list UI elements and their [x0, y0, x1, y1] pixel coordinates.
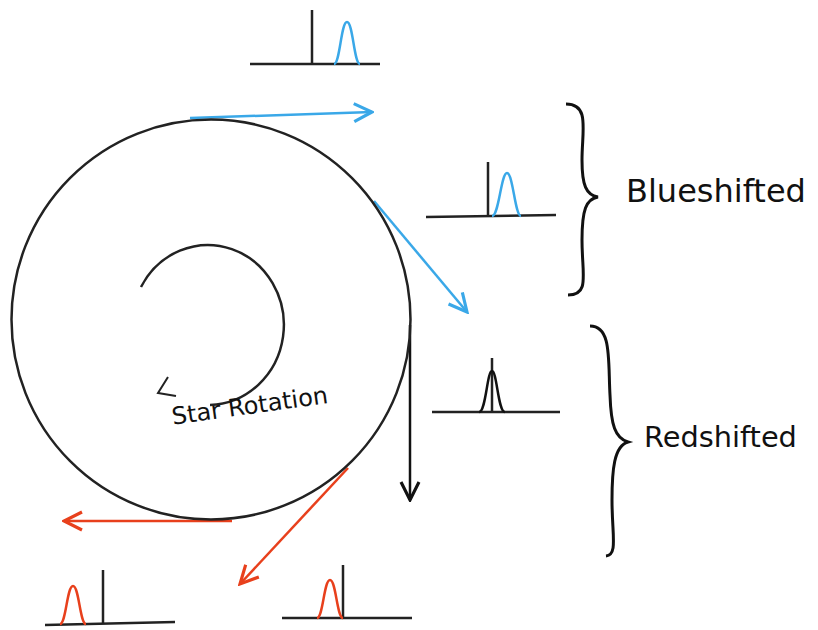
rotation-arrow [141, 245, 284, 405]
velocity-arrow [190, 112, 372, 118]
shift-label: Redshifted [644, 420, 797, 454]
spectrum [426, 162, 556, 217]
star-outline [10, 118, 412, 521]
brace [566, 104, 598, 295]
star-label: Star Rotation [170, 381, 330, 431]
velocity-arrow [240, 468, 348, 584]
spectrum [45, 570, 175, 625]
spectrum [282, 565, 412, 618]
shift-label: Blueshifted [626, 172, 806, 210]
spectrum [432, 358, 560, 412]
rotation-arrowhead [158, 377, 176, 396]
brace [590, 326, 628, 556]
star-circle: Star Rotation [10, 118, 412, 521]
spectrum [250, 10, 380, 64]
